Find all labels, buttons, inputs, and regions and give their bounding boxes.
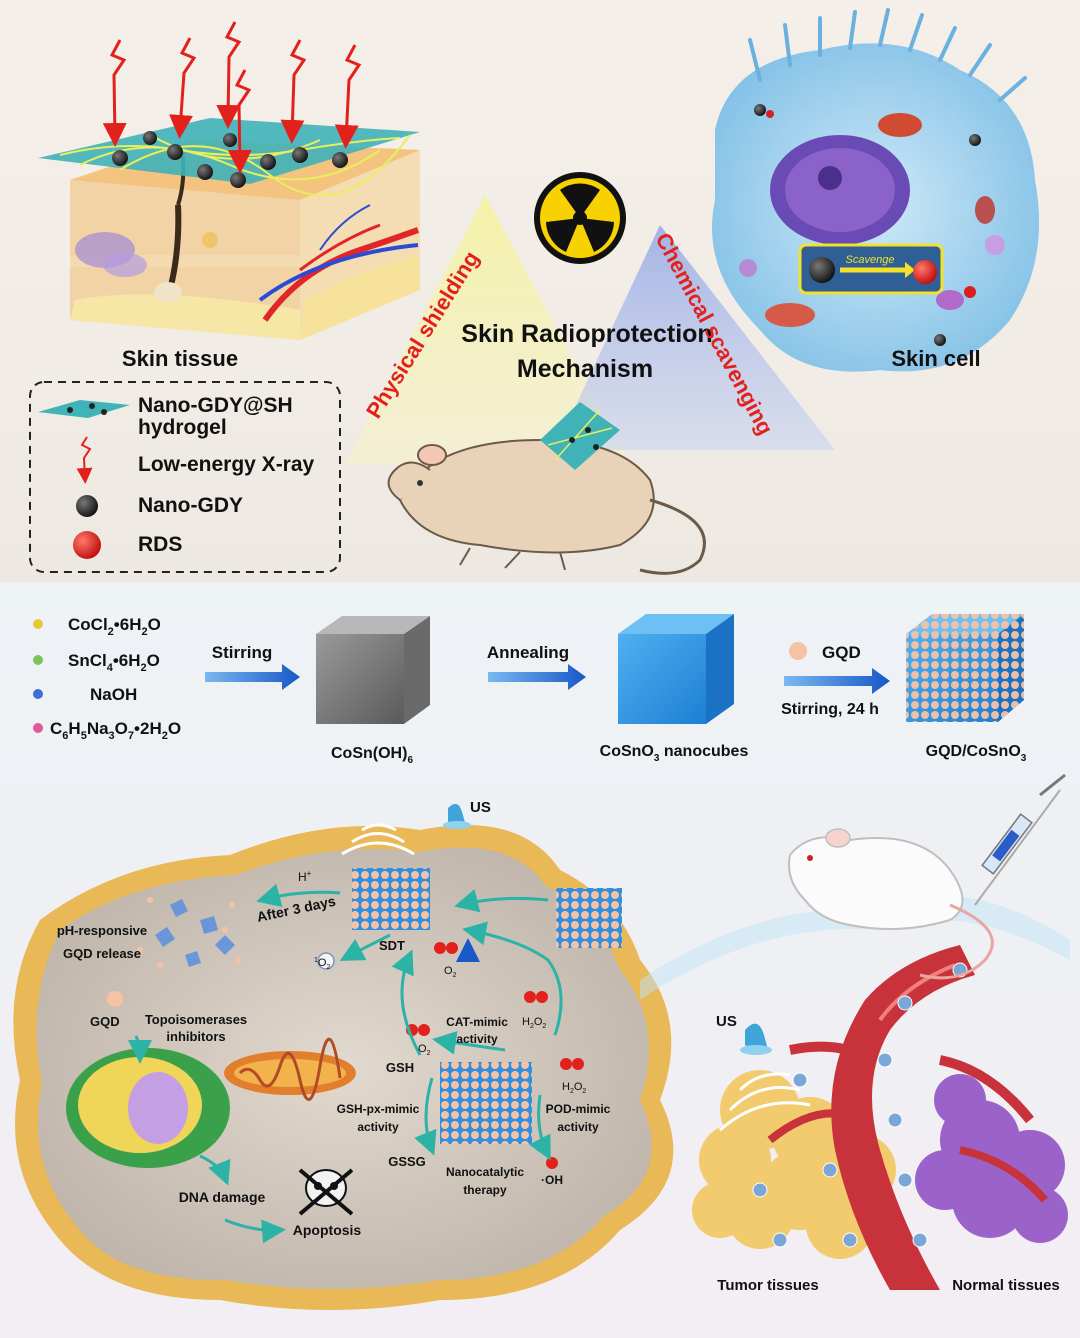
o2-label: O2 (444, 965, 457, 979)
skull-icon (298, 1168, 354, 1216)
ph-release-line2: GQD release (63, 946, 141, 961)
center-title-line1: Skin Radioprotection (461, 320, 712, 348)
reagent-citrate: C6H5Na3O7•2H2O (50, 719, 181, 742)
cell-us-label: US (470, 799, 491, 816)
gqd-label: GQD (90, 1014, 120, 1029)
ph-release-line1: pH-responsive (57, 923, 147, 938)
cat-line2: activity (456, 1032, 498, 1046)
arrow-gqd-stirring (784, 668, 890, 694)
pod-line2: activity (557, 1120, 599, 1134)
gsh-px-line1: GSH-px-mimic (337, 1102, 420, 1116)
cat-line1: CAT-mimic (446, 1015, 508, 1029)
hydroxyl-label: ·OH (541, 1173, 563, 1187)
rds-legend-icon (73, 531, 101, 559)
hydrogel-legend-icon (38, 400, 130, 418)
reagent-sncl4: SnCl4•6H2O (68, 651, 160, 674)
physical-shielding-triangle (345, 195, 630, 465)
arrow-stirring (205, 664, 300, 690)
tumor-tissues-label: Tumor tissues (717, 1277, 818, 1294)
product-cosno3: CoSnO3 nanocubes (600, 743, 749, 764)
tissue-illustration (640, 773, 1070, 1290)
us-probe-icon (443, 803, 471, 829)
legend-hydrogel-line1: Nano-GDY@SH (138, 394, 293, 417)
chemical-scavenging-triangle (555, 225, 835, 450)
sdt-label: SDT (379, 938, 405, 953)
legend-hydrogel-line2: hydrogel (138, 416, 227, 439)
cell-arrows (127, 883, 563, 1244)
apoptosis-label: Apoptosis (293, 1222, 362, 1238)
reagent-dot-sncl4 (33, 655, 43, 665)
radiation-icon (534, 172, 626, 264)
product-cosn-oh6: CoSn(OH)6 (331, 745, 413, 766)
h2o2-label-top: H2O2 (522, 1016, 546, 1030)
cube-gqd-cosno3 (906, 614, 1024, 722)
reagent-dot-naoh (33, 689, 43, 699)
gsh-px-line2: activity (357, 1120, 399, 1134)
step-stirring-24h: Stirring, 24 h (781, 701, 879, 718)
reagent-cocl2: CoCl2•6H2O (68, 615, 161, 638)
h2o2-label-pod: H2O2 (562, 1081, 586, 1095)
reagent-naoh: NaOH (90, 685, 137, 704)
skin-cell-label: Skin cell (891, 346, 980, 371)
gqd-particle-icon (789, 642, 807, 660)
reagent-dot-citrate (33, 723, 43, 733)
legend-box (29, 381, 341, 573)
product-gqd-cosno3: GQD/CoSnO3 (926, 743, 1027, 764)
scavenge-tag: Scavenge (846, 254, 895, 266)
cube-cosn-oh6 (316, 616, 430, 724)
legend-xray: Low-energy X-ray (138, 453, 315, 476)
o2-label-cat: O2 (418, 1043, 431, 1057)
topo-line1: Topoisomerases (145, 1012, 247, 1027)
step-stirring: Stirring (212, 643, 272, 662)
pod-line1: POD-mimic (546, 1102, 611, 1116)
xray-arrows (102, 21, 362, 174)
xray-legend-icon (76, 436, 93, 484)
cube-cosno3 (618, 614, 734, 724)
singlet-oxygen-label: 1O2 (314, 957, 330, 971)
step-gqd: GQD (822, 643, 861, 662)
mouse-with-hydrogel (387, 402, 706, 575)
normal-tissues-label: Normal tissues (952, 1277, 1060, 1294)
skin-cell-illustration: Scavenge (712, 8, 1040, 372)
reagent-dot-cocl2 (33, 619, 43, 629)
reagent-list: CoCl2•6H2O SnCl4•6H2O NaOH C6H5Na3O7•2H2… (33, 615, 181, 742)
gdy-legend-icon (76, 495, 98, 517)
tissue-us-probe-icon (740, 1023, 772, 1055)
tumor-cell-illustration (13, 823, 674, 1310)
gssg-label: GSSG (388, 1154, 426, 1169)
gsh-label: GSH (386, 1060, 414, 1075)
h-plus-label: H+ (298, 869, 312, 884)
arrow-annealing (488, 664, 586, 690)
tissue-us-label: US (716, 1013, 737, 1030)
center-title-line2: Mechanism (517, 355, 653, 383)
legend-gdy: Nano-GDY (138, 494, 243, 517)
syringe-icon (974, 773, 1066, 906)
topo-line2: inhibitors (166, 1029, 225, 1044)
nano-line1: Nanocatalytic (446, 1165, 524, 1179)
dna-damage-label: DNA damage (179, 1189, 266, 1205)
skin-tissue-label: Skin tissue (122, 346, 238, 371)
step-annealing: Annealing (487, 643, 569, 662)
nano-line2: therapy (463, 1183, 507, 1197)
legend-rds: RDS (138, 533, 182, 556)
